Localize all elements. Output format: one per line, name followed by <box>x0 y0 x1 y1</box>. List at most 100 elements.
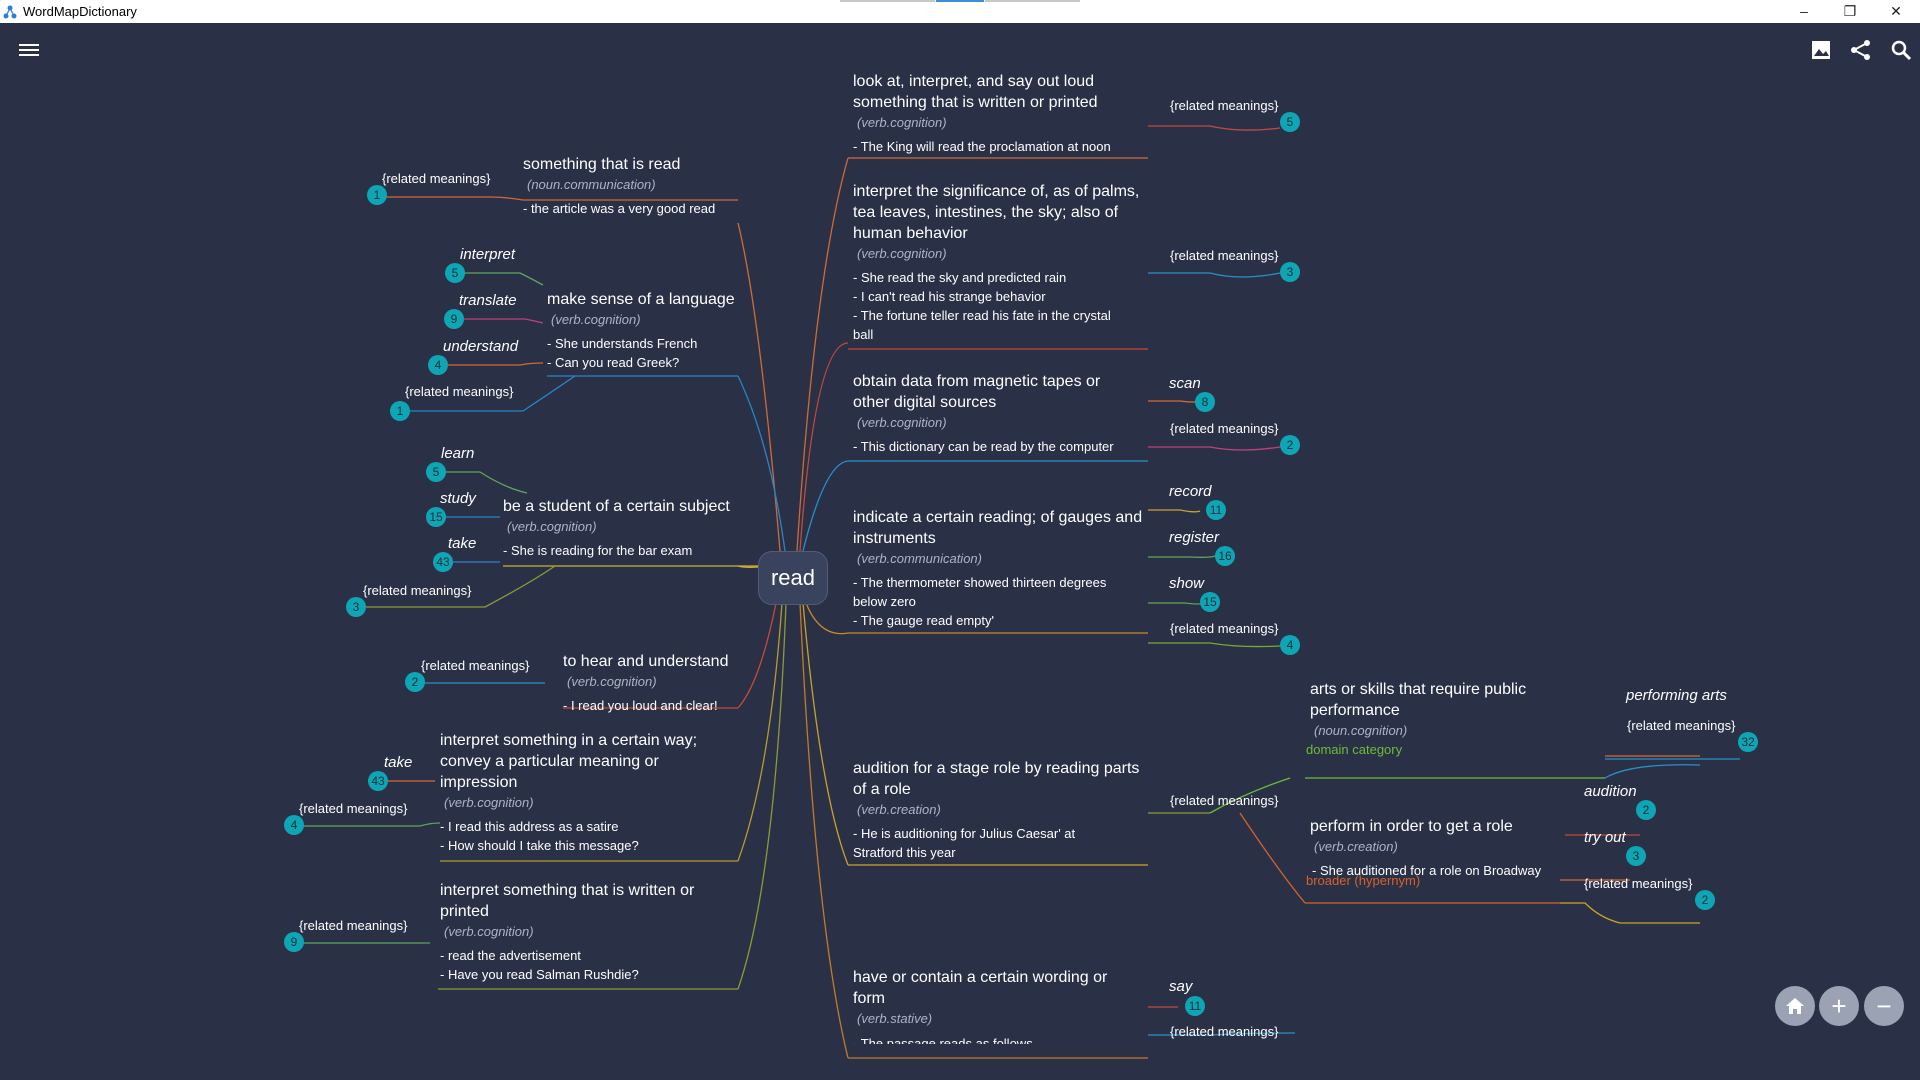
related-meanings-link[interactable]: {related meanings} <box>405 384 514 399</box>
count-badge[interactable]: 5 <box>445 263 465 283</box>
sense-definition[interactable]: something that is read <box>523 156 681 173</box>
related-meanings-link[interactable]: {related meanings} <box>1584 876 1693 891</box>
count-badge[interactable]: 32 <box>1738 732 1758 752</box>
count-badge[interactable]: 11 <box>1185 996 1205 1016</box>
image-icon[interactable] <box>1808 37 1834 63</box>
related-word-link[interactable]: study <box>440 490 476 507</box>
related-meanings-link[interactable]: {related meanings} <box>1170 1024 1279 1039</box>
zoom-in-button[interactable]: + <box>1819 986 1859 1026</box>
related-word-link[interactable]: learn <box>441 445 475 462</box>
related-meanings-link[interactable]: {related meanings} <box>421 658 530 673</box>
related-meanings-link[interactable]: {related meanings} <box>1170 793 1279 808</box>
sense-definition[interactable]: impression <box>440 774 518 791</box>
sense-pos: (verb.cognition) <box>444 795 534 810</box>
count-badge[interactable]: 2 <box>405 672 425 692</box>
related-meanings-link[interactable]: {related meanings} <box>1170 421 1279 436</box>
search-icon[interactable] <box>1888 37 1914 63</box>
sense-definition[interactable]: look at, interpret, and say out loud <box>853 73 1095 90</box>
title-bar: WordMapDictionary – ❐ ✕ <box>0 0 1920 23</box>
count-badge[interactable]: 2 <box>1695 890 1715 910</box>
count-badge[interactable]: 3 <box>1626 846 1646 866</box>
sense-definition[interactable]: interpret the significance of, as of pal… <box>853 183 1140 200</box>
sense-definition[interactable]: something that is written or printed <box>853 94 1098 111</box>
sub-node-definition[interactable]: arts or skills that require public <box>1310 681 1527 698</box>
sense-definition[interactable]: other digital sources <box>853 394 997 411</box>
count-badge[interactable]: 11 <box>1206 500 1226 520</box>
count-badge[interactable]: 5 <box>426 462 446 482</box>
related-meanings-link[interactable]: {related meanings} <box>1170 621 1279 636</box>
count-badge[interactable]: 8 <box>1195 392 1215 412</box>
count-badge[interactable]: 4 <box>284 815 304 835</box>
count-badge[interactable]: 9 <box>444 309 464 329</box>
related-meanings-link[interactable]: {related meanings} <box>299 918 408 933</box>
sense-definition[interactable]: audition for a stage role by reading par… <box>853 760 1140 777</box>
sense-example: - The thermometer showed thirteen degree… <box>853 575 1107 590</box>
related-word-link[interactable]: try out <box>1584 829 1626 846</box>
related-word-link[interactable]: record <box>1169 483 1212 500</box>
count-badge[interactable]: 4 <box>428 355 448 375</box>
count-badge[interactable]: 43 <box>433 552 453 572</box>
sense-definition[interactable]: form <box>853 990 885 1007</box>
sense-definition[interactable]: make sense of a language <box>547 291 735 308</box>
sense-definition[interactable]: interpret something in a certain way; <box>440 732 698 749</box>
restore-button[interactable]: ❐ <box>1843 3 1857 19</box>
home-button[interactable] <box>1775 986 1815 1026</box>
related-word-link[interactable]: translate <box>459 292 517 309</box>
sense-definition[interactable]: of a role <box>853 781 911 798</box>
sub-node-definition[interactable]: perform in order to get a role <box>1310 818 1513 835</box>
related-meanings-link[interactable]: {related meanings} <box>1170 248 1279 263</box>
sense-definition[interactable]: interpret something that is written or <box>440 882 695 899</box>
related-meanings-link[interactable]: {related meanings} <box>1627 718 1736 733</box>
count-badge[interactable]: 1 <box>367 185 387 205</box>
sense-example: - I can't read his strange behavior <box>853 289 1046 304</box>
count-badge[interactable]: 16 <box>1215 546 1235 566</box>
connector-lines <box>295 125 1740 1059</box>
related-meanings-link[interactable]: {related meanings} <box>1170 98 1279 113</box>
count-badge[interactable]: 4 <box>1280 635 1300 655</box>
count-badge[interactable]: 15 <box>1200 592 1220 612</box>
sense-definition[interactable]: convey a particular meaning or <box>440 753 659 770</box>
related-word-link[interactable]: audition <box>1584 783 1637 800</box>
sense-definition[interactable]: human behavior <box>853 225 968 242</box>
word-map-canvas[interactable]: read something that is read (noun.commun… <box>0 23 1920 1080</box>
sense-definition[interactable]: have or contain a certain wording or <box>853 969 1108 986</box>
related-word-link[interactable]: take <box>448 535 477 552</box>
zoom-out-button[interactable]: − <box>1864 986 1904 1026</box>
count-badge[interactable]: 2 <box>1280 435 1300 455</box>
related-word-link[interactable]: interpret <box>460 246 516 263</box>
count-badge[interactable]: 1 <box>390 401 410 421</box>
related-meanings-link[interactable]: {related meanings} <box>382 171 491 186</box>
related-word-link[interactable]: register <box>1169 529 1220 546</box>
related-word-link[interactable]: scan <box>1169 375 1201 392</box>
sub-node-definition[interactable]: performance <box>1310 702 1400 719</box>
close-button[interactable]: ✕ <box>1890 3 1902 19</box>
related-word-link[interactable]: say <box>1169 978 1193 995</box>
count-badge[interactable]: 5 <box>1280 112 1300 132</box>
related-meanings-link[interactable]: {related meanings} <box>363 583 472 598</box>
title-tab-marker <box>840 0 935 2</box>
sense-definition[interactable]: be a student of a certain subject <box>503 498 730 515</box>
sense-definition[interactable]: instruments <box>853 530 936 547</box>
sense-definition[interactable]: indicate a certain reading; of gauges an… <box>853 509 1143 526</box>
sense-example: - The passage reads as follows <box>853 1036 1033 1044</box>
minimize-button[interactable]: – <box>1800 3 1808 19</box>
related-word-link[interactable]: take <box>384 754 413 771</box>
related-word-link[interactable]: show <box>1169 575 1205 592</box>
count-badge[interactable]: 9 <box>284 932 304 952</box>
share-icon[interactable] <box>1848 37 1874 63</box>
count-badge[interactable]: 15 <box>426 507 446 527</box>
sense-example: - She is reading for the bar exam <box>503 543 693 558</box>
related-meanings-link[interactable]: {related meanings} <box>299 801 408 816</box>
count-badge[interactable]: 3 <box>1280 262 1300 282</box>
related-word-link[interactable]: performing arts <box>1626 687 1727 704</box>
related-word-link[interactable]: understand <box>443 338 519 355</box>
menu-icon[interactable] <box>16 37 42 63</box>
sense-definition[interactable]: to hear and understand <box>563 653 729 670</box>
sense-definition[interactable]: printed <box>440 903 489 920</box>
count-badge[interactable]: 3 <box>346 597 366 617</box>
sense-definition[interactable]: tea leaves, intestines, the sky; also of <box>853 204 1119 221</box>
sense-definition[interactable]: obtain data from magnetic tapes or <box>853 373 1101 390</box>
root-word-node[interactable]: read <box>758 551 828 605</box>
count-badge[interactable]: 2 <box>1636 800 1656 820</box>
count-badge[interactable]: 43 <box>368 771 388 791</box>
